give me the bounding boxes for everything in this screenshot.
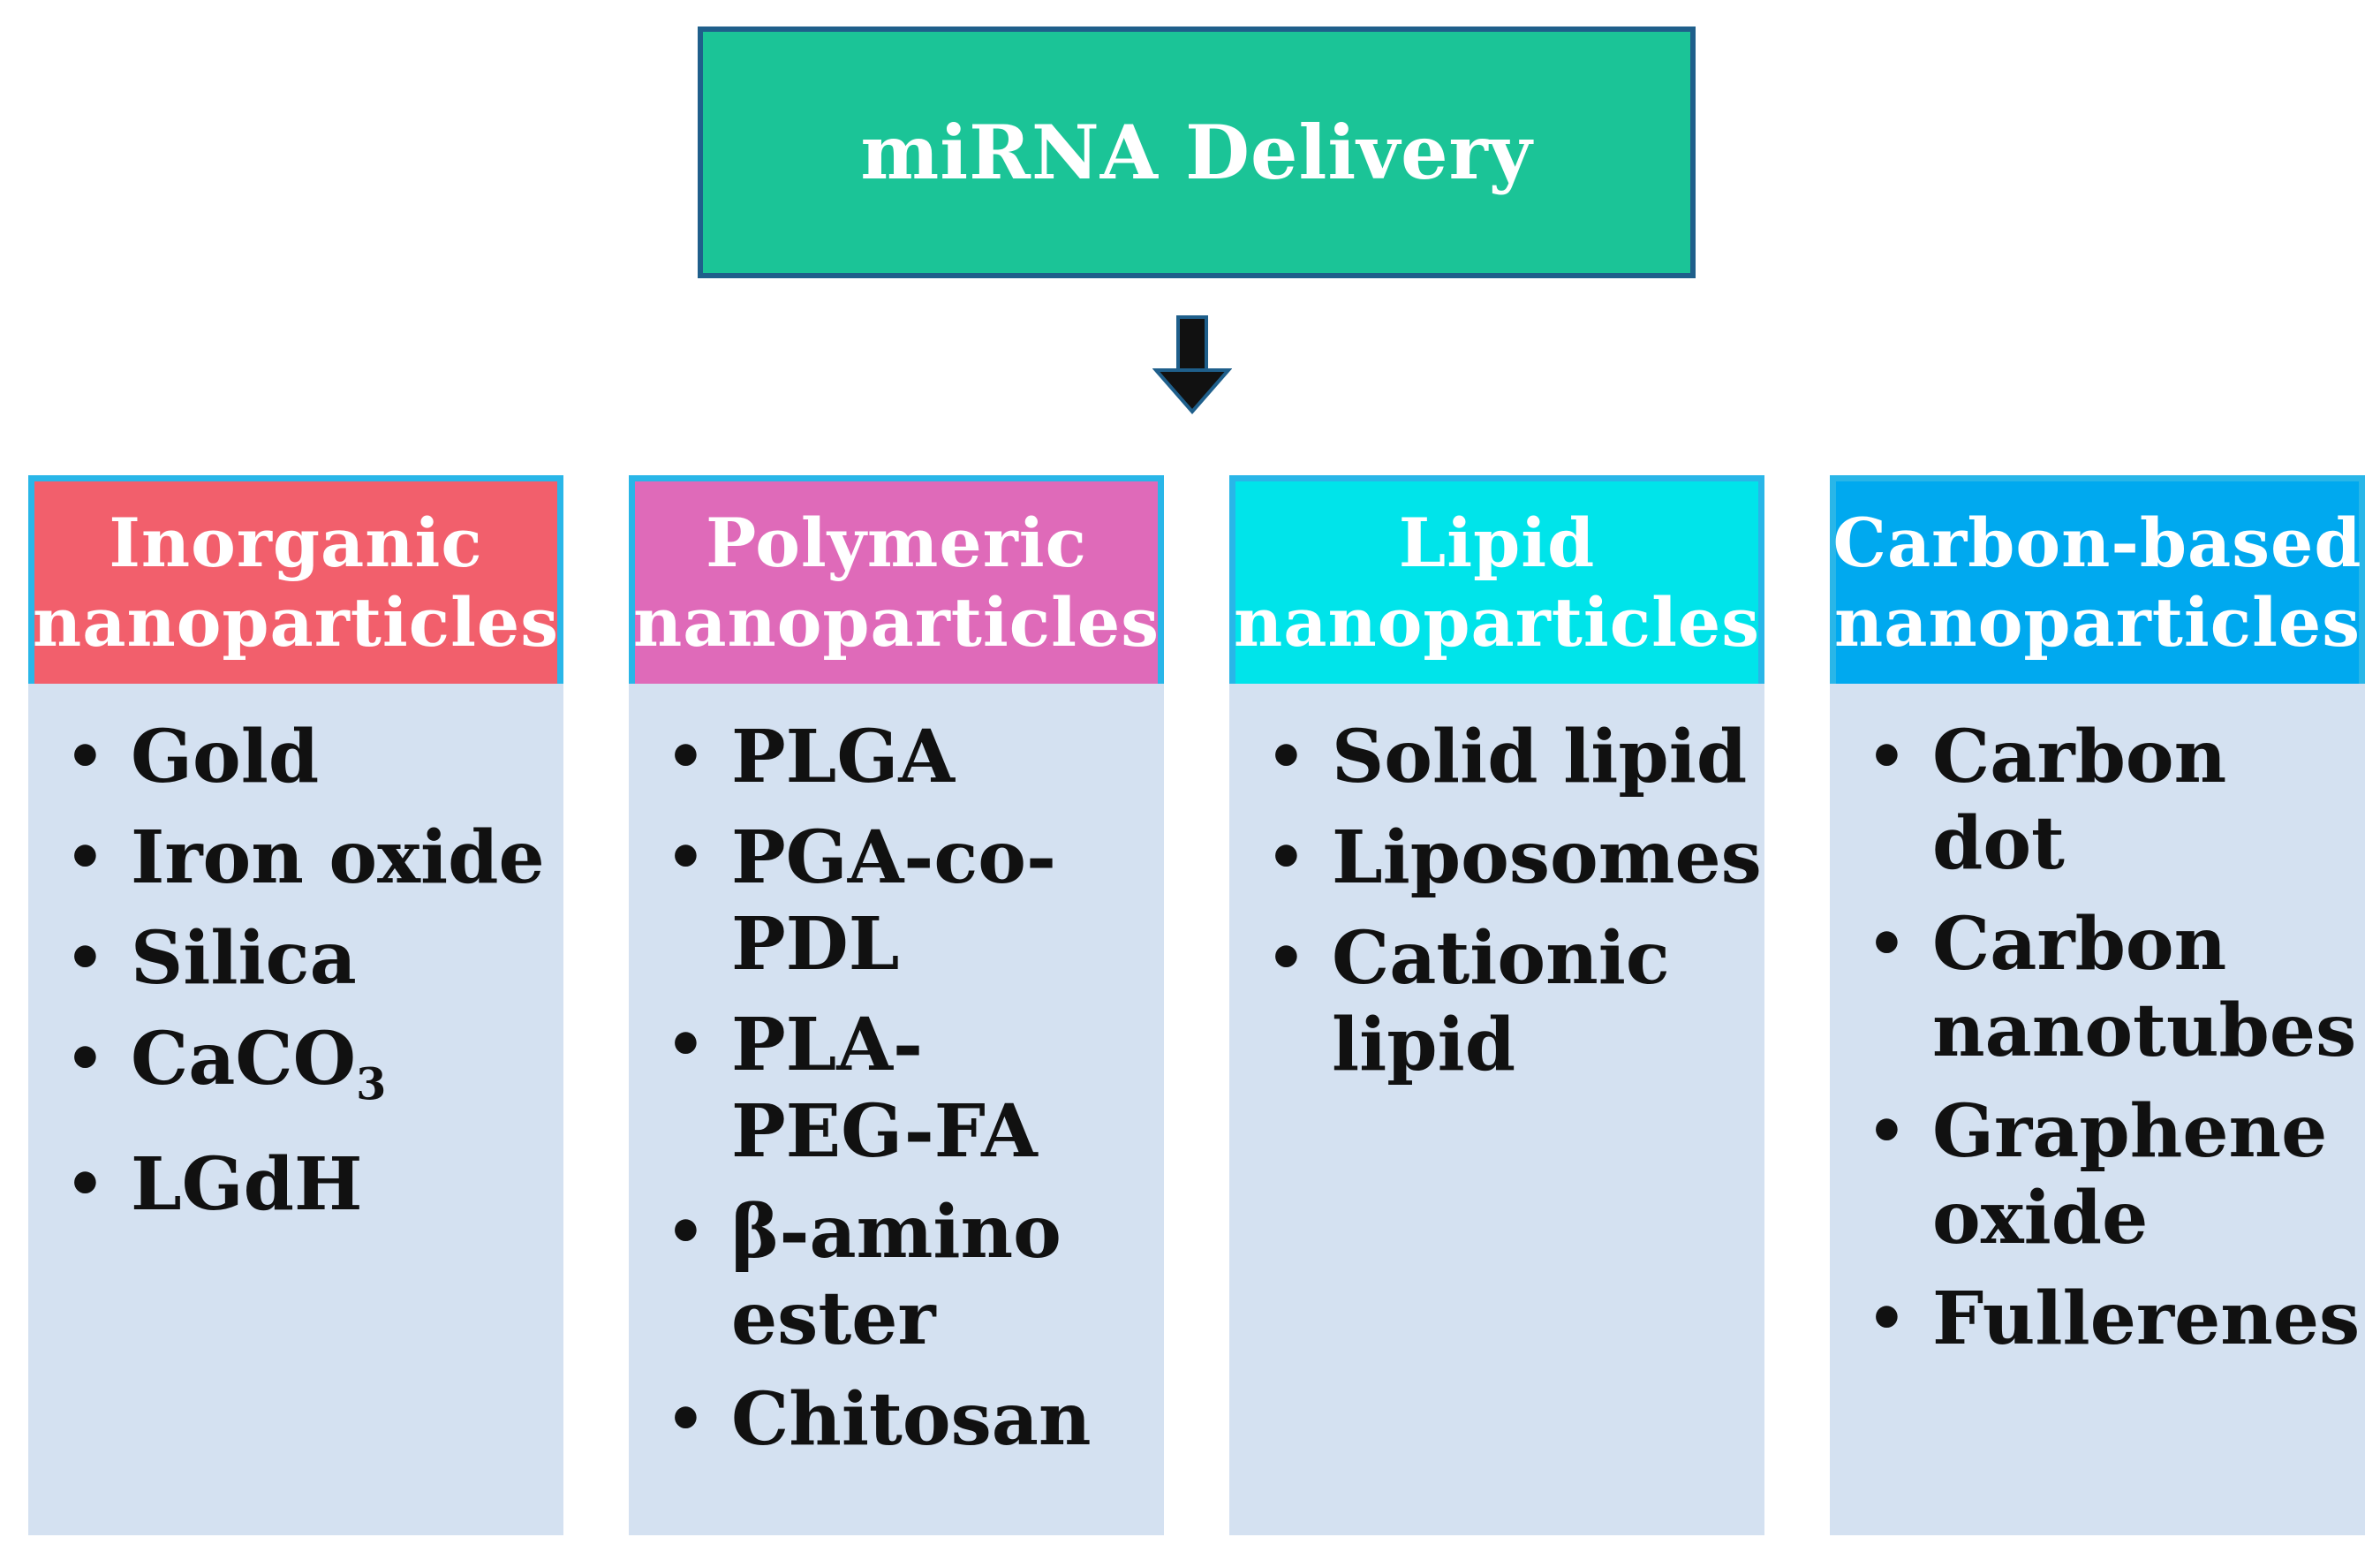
category-header-line: Lipid [1398, 503, 1596, 582]
category-column-inorganic: InorganicnanoparticlesGoldIron oxideSili… [28, 475, 563, 1535]
list-item: Silica [28, 915, 563, 1002]
list-item-text: dot [1932, 801, 2065, 886]
list-item-text: ester [731, 1276, 936, 1361]
list-item-text: Liposomes [1332, 815, 1762, 900]
list-item: PGA-co-PDL [629, 814, 1164, 988]
category-item-list: Solid lipidLiposomesCationiclipid [1229, 714, 1764, 1102]
category-header-line: Inorganic [109, 503, 483, 582]
category-header-line: nanoparticles [32, 582, 560, 662]
list-item-text: Fullerenes [1932, 1276, 2361, 1361]
category-items-panel: PLGAPGA-co-PDLPLA-PEG-FAβ-aminoesterChit… [629, 684, 1164, 1535]
category-item-list: CarbondotCarbonnanotubesGrapheneoxideFul… [1830, 714, 2365, 1376]
list-item: Liposomes [1229, 814, 1764, 901]
list-item-text: Cationic [1332, 916, 1670, 1001]
list-item-text: Solid lipid [1332, 715, 1748, 799]
category-header-line: nanoparticles [1833, 582, 2361, 662]
list-item-text: Carbon [1932, 715, 2227, 799]
list-item-text: nanotubes [1932, 988, 2357, 1073]
list-item-text: PDL [731, 902, 900, 987]
list-item: Gold [28, 714, 563, 800]
list-item: PLGA [629, 714, 1164, 800]
list-item-text: PLGA [731, 715, 955, 799]
list-item: CaCO3 [28, 1016, 563, 1127]
list-item-text: PEG-FA [731, 1089, 1038, 1174]
list-item-text: Silica [131, 916, 357, 1001]
list-item-text: oxide [1932, 1176, 2149, 1261]
list-item: Chitosan [629, 1376, 1164, 1463]
category-header-line: nanoparticles [632, 582, 1160, 662]
list-item-text: CaCO3 [131, 1017, 387, 1110]
root-node-title: miRNA Delivery [860, 109, 1533, 196]
list-item-text: PGA-co- [731, 815, 1056, 900]
root-node-box: miRNA Delivery [698, 27, 1696, 278]
down-arrow-icon [1152, 315, 1232, 415]
list-item-text: lipid [1332, 1003, 1516, 1087]
category-header-line: Polymeric [706, 503, 1087, 582]
list-item-text: LGdH [131, 1142, 363, 1228]
list-item-text: β-amino [731, 1190, 1062, 1275]
category-column-carbon-based: Carbon-basednanoparticlesCarbondotCarbon… [1830, 475, 2365, 1535]
list-item: LGdH [28, 1141, 563, 1228]
category-items-panel: CarbondotCarbonnanotubesGrapheneoxideFul… [1830, 684, 2365, 1535]
category-column-polymeric: PolymericnanoparticlesPLGAPGA-co-PDLPLA-… [629, 475, 1164, 1535]
category-column-lipid: LipidnanoparticlesSolid lipidLiposomesCa… [1229, 475, 1764, 1535]
category-item-list: PLGAPGA-co-PDLPLA-PEG-FAβ-aminoesterChit… [629, 714, 1164, 1477]
category-item-list: GoldIron oxideSilicaCaCO3LGdH [28, 714, 563, 1242]
list-item-text: PLA- [731, 1003, 923, 1087]
list-item-text: Graphene [1932, 1089, 2328, 1174]
list-item-text: Gold [131, 715, 320, 799]
list-item-text: Iron oxide [131, 815, 545, 900]
list-item: Fullerenes [1830, 1276, 2365, 1362]
formula-subscript: 3 [356, 1058, 387, 1110]
category-items-panel: Solid lipidLiposomesCationiclipid [1229, 684, 1764, 1535]
category-header-line: nanoparticles [1233, 582, 1761, 662]
list-item-text: Carbon [1932, 902, 2227, 987]
category-header-line: Carbon-based [1832, 503, 2362, 582]
list-item: Iron oxide [28, 814, 563, 901]
list-item-text: Chitosan [731, 1377, 1092, 1462]
list-item: PLA-PEG-FA [629, 1002, 1164, 1175]
list-item: Solid lipid [1229, 714, 1764, 800]
category-items-panel: GoldIron oxideSilicaCaCO3LGdH [28, 684, 563, 1535]
